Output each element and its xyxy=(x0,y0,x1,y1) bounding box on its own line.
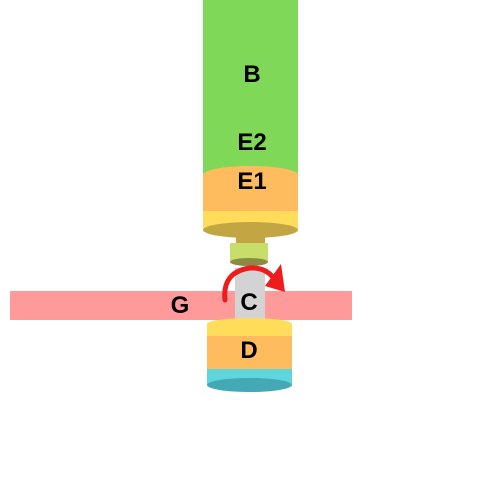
cylinder-e1-bottom xyxy=(203,222,298,238)
curved-arrow-icon xyxy=(222,264,285,303)
small-cylinder-body xyxy=(230,243,268,262)
small-cylinder-bottom xyxy=(230,258,268,266)
shaft-c xyxy=(235,268,265,326)
label-d: D xyxy=(240,337,257,364)
label-c: C xyxy=(240,289,257,316)
bar-g xyxy=(10,291,352,320)
column-b xyxy=(203,0,298,180)
cylinder-d-bottom xyxy=(207,378,292,392)
cylinder-d-top xyxy=(207,318,292,330)
cylinder-e1-top xyxy=(203,166,298,184)
label-e2: E2 xyxy=(237,129,266,156)
label-e1: E1 xyxy=(237,168,266,195)
label-b: B xyxy=(243,61,260,88)
cylinder-d-body xyxy=(207,336,292,371)
label-g: G xyxy=(171,292,190,319)
